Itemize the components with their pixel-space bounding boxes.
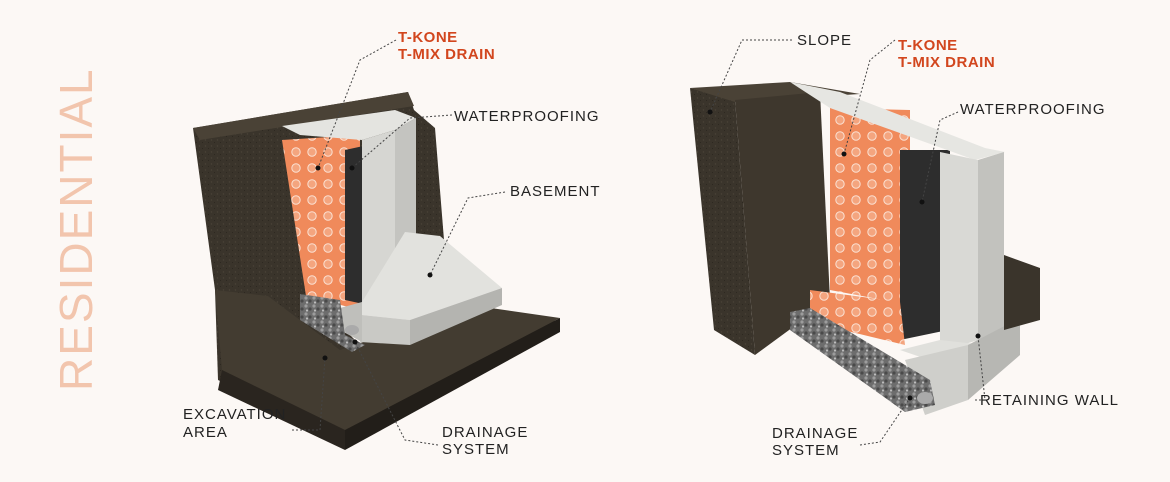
- left-product-label-1: T-KONE: [398, 29, 458, 46]
- right-back-soil: [1004, 255, 1040, 330]
- right-wall-top: [790, 82, 1005, 160]
- right-drainage-label-2: SYSTEM: [772, 442, 840, 459]
- left-soil-top-edge: [193, 92, 414, 140]
- left-excavation-label-2: AREA: [183, 424, 228, 441]
- left-diagram: [193, 39, 560, 450]
- right-slope-face: [690, 88, 755, 355]
- right-leader-lines: [709, 39, 986, 446]
- right-gravel: [790, 308, 935, 412]
- left-product-label-2: T-MIX DRAIN: [398, 46, 496, 63]
- right-drainage-label-1: DRAINAGE: [772, 425, 859, 442]
- right-wall-side: [978, 152, 1004, 340]
- right-drain-pipe: [917, 392, 933, 404]
- left-soil-right-face: [345, 318, 560, 450]
- left-leader-lines: [292, 39, 506, 446]
- left-slab-front: [360, 315, 410, 345]
- left-soil-floor-top: [215, 290, 560, 430]
- right-product-label-2: T-MIX DRAIN: [898, 54, 996, 71]
- left-slab-right: [410, 288, 502, 345]
- left-excavation-label-1: EXCAVATION: [183, 406, 287, 423]
- left-gravel: [300, 294, 365, 352]
- right-retaining-wall-label: RETAINING WALL: [980, 392, 1120, 409]
- right-bitumen-layer: [900, 150, 950, 340]
- left-drain-pipe: [345, 325, 359, 335]
- left-drainage-label-2: SYSTEM: [442, 441, 510, 458]
- left-drainage-label-1: DRAINAGE: [442, 424, 529, 441]
- left-wall-top: [282, 110, 416, 140]
- left-basement-label: BASEMENT: [510, 183, 601, 200]
- right-slope-top: [690, 82, 860, 102]
- right-wall-front: [940, 152, 978, 352]
- right-product-label-1: T-KONE: [898, 37, 958, 54]
- right-slope-label: SLOPE: [797, 32, 853, 49]
- right-footing-side: [968, 318, 1020, 400]
- right-membrane: [830, 108, 910, 305]
- right-diagram: [690, 39, 1040, 446]
- right-waterproofing-label: WATERPROOFING: [960, 101, 1106, 118]
- right-membrane-bottom: [810, 290, 905, 345]
- right-slope-side: [735, 92, 830, 355]
- left-waterproofing-label: WATERPROOFING: [454, 108, 600, 125]
- left-membrane: [282, 135, 360, 310]
